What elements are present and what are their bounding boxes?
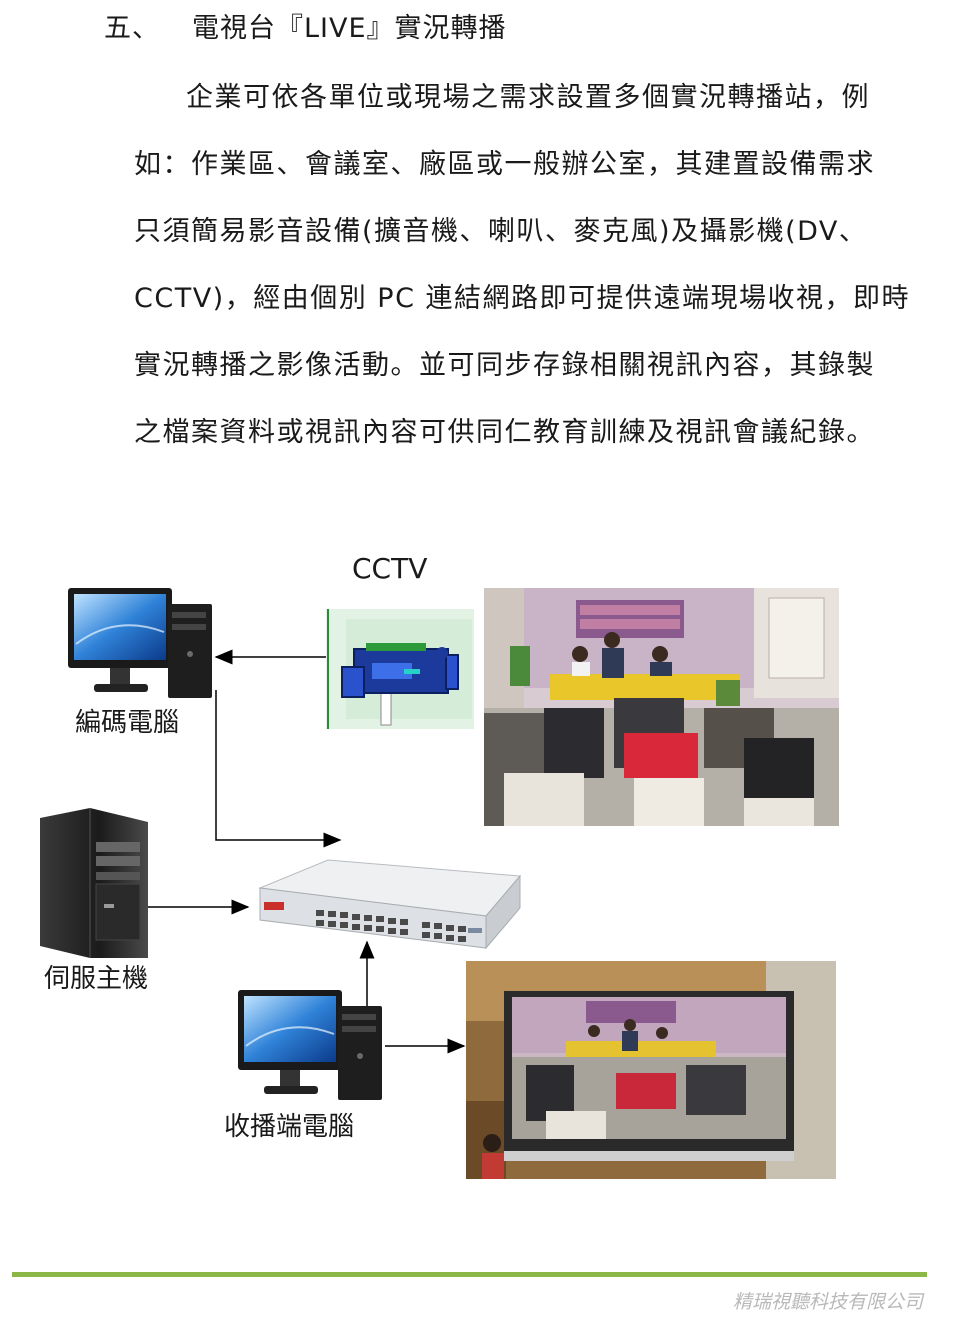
section-title: 電視台『LIVE』實況轉播 xyxy=(192,13,507,44)
cctv-label: CCTV xyxy=(352,552,428,585)
paragraph-line-2: 如：作業區、會議室、廠區或一般辦公室，其建置設備需求 xyxy=(134,149,875,180)
cctv-camera-icon xyxy=(326,609,474,729)
paragraph-line-5: 實況轉播之影像活動。並可同步存錄相關視訊內容，其錄製 xyxy=(134,350,875,381)
receiver-label: 收播端電腦 xyxy=(224,1112,355,1142)
paragraph-line-3: 只須簡易影音設備(擴音機、喇叭、麥克風)及攝影機(DV、 xyxy=(134,216,868,247)
receiver-computer-icon xyxy=(238,990,382,1100)
section-number: 五、 xyxy=(104,13,160,44)
network-switch-icon xyxy=(258,859,522,950)
server-tower-icon xyxy=(40,808,148,958)
paragraph-line-4: CCTV)，經由個別 PC 連結網路即可提供遠端現場收視，即時 xyxy=(134,283,910,314)
server-label: 伺服主機 xyxy=(44,964,149,994)
section-heading: 五、 電視台『LIVE』實況轉播 xyxy=(104,6,507,45)
paragraph-line-6: 之檔案資料或視訊內容可供同仁教育訓練及視訊會議紀錄。 xyxy=(134,417,875,448)
footer-company: 精瑞視聽科技有限公司 xyxy=(732,1291,923,1313)
meeting-room-photo xyxy=(484,588,839,826)
display-monitor-photo xyxy=(466,961,836,1179)
paragraph-line-1: 企業可依各單位或現場之需求設置多個實況轉播站，例 xyxy=(186,82,870,113)
encoder-label: 編碼電腦 xyxy=(75,708,180,738)
footer-divider xyxy=(12,1272,927,1277)
encoder-computer-icon xyxy=(68,588,212,698)
